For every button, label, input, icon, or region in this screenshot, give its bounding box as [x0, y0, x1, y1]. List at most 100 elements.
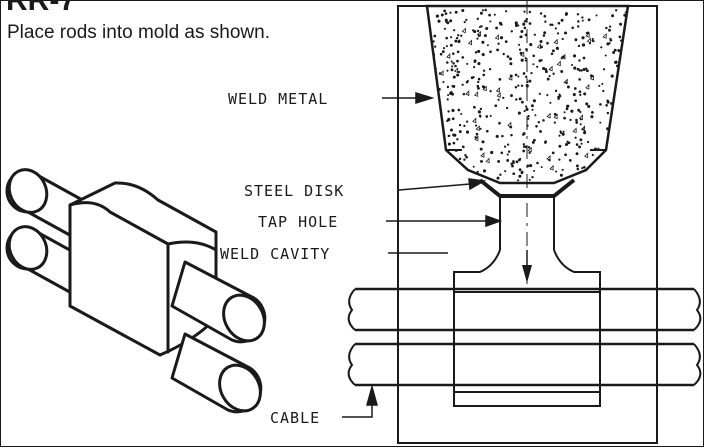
stipple-dot — [561, 168, 564, 171]
stipple-dot — [446, 21, 450, 25]
stipple-dot — [578, 78, 581, 81]
stipple-dot — [472, 165, 475, 168]
stipple-dot — [533, 169, 536, 172]
steel-disk — [478, 178, 576, 198]
stipple-dot — [519, 157, 522, 160]
stipple-dot — [524, 59, 527, 62]
instruction-text: Place rods into mold as shown. — [7, 22, 270, 43]
stipple-dot — [525, 17, 528, 21]
aggregate-mark — [446, 53, 451, 59]
rod-right-lower-end — [218, 363, 262, 413]
stipple-dot — [580, 142, 583, 145]
stipple-dot — [551, 23, 554, 27]
stipple-dot — [591, 175, 594, 178]
stipple-dot — [489, 114, 492, 117]
aggregate-mark — [453, 67, 459, 74]
stipple-dot — [429, 176, 433, 180]
stipple-dot — [593, 172, 596, 176]
stipple-dot — [579, 93, 582, 96]
stipple-dot — [529, 164, 533, 168]
stipple-dot — [479, 115, 482, 118]
stipple-dot — [500, 23, 503, 26]
stipple-dot — [621, 54, 624, 57]
stipple-dot — [438, 169, 442, 174]
stipple-dot — [523, 26, 527, 30]
cable-upper-right-end — [693, 288, 702, 331]
stipple-dot — [579, 123, 582, 126]
stipple-dot — [619, 156, 621, 158]
stipple-dot — [533, 33, 536, 36]
stipple-dot — [493, 13, 496, 16]
stipple-dot — [435, 14, 439, 18]
stipple-dot — [488, 68, 492, 71]
stipple-dot — [617, 48, 621, 53]
stipple-dot — [446, 119, 449, 123]
stipple-dot — [598, 84, 601, 87]
stipple-dot — [520, 171, 523, 175]
stipple-dot — [461, 145, 465, 149]
stipple-dot — [479, 127, 482, 130]
stipple-dot — [434, 101, 437, 104]
stipple-dot — [537, 120, 541, 124]
stipple-dot — [520, 30, 524, 33]
stipple-dot — [552, 72, 555, 75]
stipple-dot — [448, 134, 451, 137]
tap-hole-arrow — [485, 214, 503, 228]
aggregate-mark — [546, 112, 551, 119]
stipple-dot — [577, 25, 580, 28]
stipple-dot — [566, 85, 570, 89]
label-cable: CABLE — [270, 409, 320, 427]
stipple-dot — [432, 178, 436, 181]
label-weld-metal: WELD METAL — [228, 90, 328, 108]
stipple-dot — [546, 77, 550, 81]
stipple-dot — [479, 147, 483, 151]
stipple-dot — [459, 166, 463, 170]
rod-right-upper-end — [222, 293, 266, 343]
stipple-dot — [457, 34, 460, 37]
stipple-dot — [526, 80, 529, 84]
stipple-dot — [578, 69, 581, 72]
stipple-dot — [524, 145, 528, 149]
stipple-dot — [601, 82, 604, 85]
stipple-dot — [447, 110, 450, 113]
stipple-dot — [579, 138, 583, 142]
aggregate-mark — [585, 31, 590, 38]
stipple-dot — [539, 40, 543, 43]
stipple-dot — [551, 151, 555, 155]
stipple-dot — [546, 41, 549, 45]
stipple-dot — [555, 46, 559, 50]
stipple-dot — [562, 130, 565, 133]
aggregate-mark — [548, 65, 553, 72]
stipple-dot — [532, 99, 536, 103]
stipple-dot — [484, 8, 487, 12]
stipple-dot — [523, 10, 526, 13]
stipple-dot — [514, 86, 518, 89]
stipple-dot — [518, 48, 522, 51]
stipple-dot — [441, 50, 445, 54]
stipple-dot — [590, 115, 594, 119]
stipple-dot — [576, 67, 580, 71]
stipple-dot — [443, 27, 447, 30]
stipple-dot — [514, 23, 519, 27]
aggregate-mark — [549, 164, 554, 171]
aggregate-mark — [580, 125, 586, 132]
stipple-dot — [527, 115, 530, 118]
stipple-dot — [449, 43, 453, 47]
stipple-dot — [514, 73, 518, 77]
stipple-dot — [510, 94, 513, 98]
stipple-dot — [575, 121, 579, 124]
stipple-dot — [624, 11, 627, 14]
stipple-dot — [594, 147, 598, 151]
stipple-dot — [507, 150, 511, 153]
stipple-dot — [456, 138, 459, 141]
stipple-dot — [452, 163, 456, 167]
stipple-dot — [549, 101, 552, 104]
stipple-dot — [582, 165, 586, 169]
stipple-dot — [453, 29, 456, 32]
stipple-dot — [450, 60, 453, 63]
aggregate-mark — [507, 121, 512, 128]
stipple-dot — [502, 96, 505, 100]
aggregate-mark — [475, 125, 480, 131]
stipple-dot — [579, 110, 582, 114]
stipple-dot — [586, 140, 590, 144]
